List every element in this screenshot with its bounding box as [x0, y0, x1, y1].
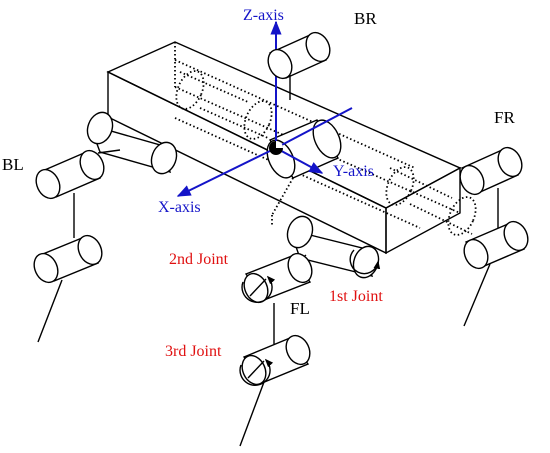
label-fl: FL: [290, 299, 310, 318]
label-x-axis: X-axis: [158, 199, 201, 216]
leg-br: [267, 31, 331, 100]
leg-fr: [459, 146, 529, 327]
hidden-cylinder-back: [174, 59, 421, 229]
label-bl: BL: [2, 155, 24, 174]
origin-marker: [269, 141, 283, 155]
label-1st-joint: 1st Joint: [329, 288, 383, 305]
label-y-axis: Y-axis: [333, 163, 374, 180]
extra-axis-line: [275, 107, 353, 149]
hidden-cylinder-front: [385, 166, 477, 236]
x-axis-arrow: [176, 147, 277, 197]
label-fr: FR: [494, 108, 515, 127]
y-axis-arrow: [275, 147, 324, 174]
label-z-axis: Z-axis: [243, 7, 284, 24]
hidden-leg-center: [271, 177, 294, 225]
leg-fl: [239, 215, 381, 447]
leg-bl: [33, 111, 178, 343]
label-2nd-joint: 2nd Joint: [169, 251, 229, 268]
label-3rd-joint: 3rd Joint: [165, 343, 222, 360]
label-br: BR: [354, 9, 377, 28]
